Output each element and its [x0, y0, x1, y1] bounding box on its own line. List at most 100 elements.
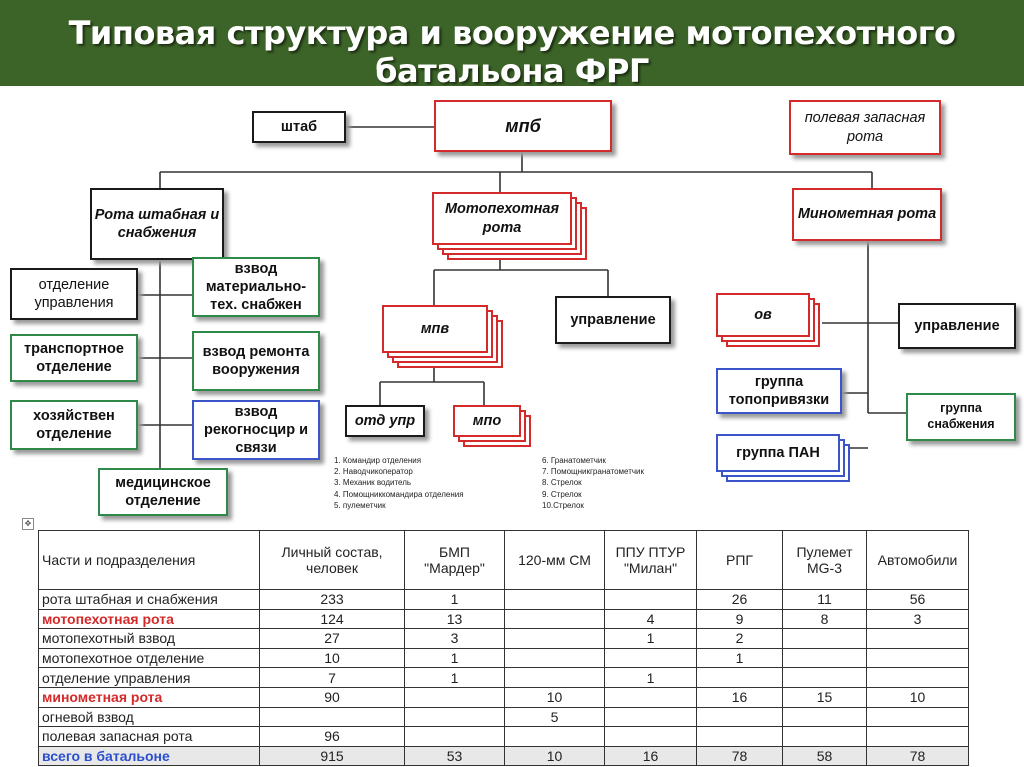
page-title: Типовая структура и вооружение мотопехот…: [68, 14, 956, 90]
table-cell: 96: [259, 726, 405, 747]
table-cell: 27: [259, 628, 405, 649]
legend-left: 1. Командир отделения 2. Наводчикоперато…: [334, 455, 464, 511]
pan-group-box: группа ПАН: [716, 434, 840, 472]
legend-item: 2. Наводчикоператор: [334, 467, 413, 477]
table-row: мотопехотная рота 124 13 4 9 8 3: [38, 608, 969, 630]
title-bar: Типовая структура и вооружение мотопехот…: [0, 0, 1024, 90]
table-cell: [504, 608, 605, 630]
table-cell: [504, 726, 605, 747]
mpb-label: мпб: [505, 115, 541, 136]
table-cell: [259, 706, 405, 728]
field-reserve-label: полевая запасная рота: [804, 110, 926, 145]
table-cell: [782, 726, 867, 747]
legend-item: 3. Механик водитель: [334, 478, 412, 488]
legend-right: 6. Гранатометчик 7. Помощникгранатометчи…: [542, 455, 644, 511]
table-cell: 90: [259, 686, 405, 708]
recon-platoon-box: взвод рекогносцир и связи: [192, 400, 320, 460]
mpo-label: мпо: [472, 412, 502, 429]
table-cell: [782, 628, 867, 649]
table-cell: [404, 726, 505, 747]
table-cell: 15: [782, 686, 867, 708]
table-cell: 10: [866, 686, 969, 708]
table-cell: [404, 686, 505, 708]
table-cell: [504, 628, 605, 649]
table-cell: [404, 706, 505, 728]
table-cell: 5: [504, 706, 605, 728]
row-name: огневой взвод: [38, 706, 260, 728]
table-cell: 8: [782, 608, 867, 630]
mpb-box: мпб: [434, 100, 612, 152]
table-cell: [504, 647, 605, 669]
supply-platoon-box: взвод материально-тех. снабжен: [192, 257, 320, 317]
column-header: РПГ: [696, 530, 783, 590]
table-header-row: Части и подразделения Личный состав, чел…: [38, 530, 969, 590]
management-mid-box: управление: [555, 296, 671, 344]
topo-group-box: группа топопривязки: [716, 368, 842, 414]
mortar-company-box: Минометная рота: [792, 188, 942, 241]
table-cell: 7: [259, 667, 405, 688]
row-name: мотопехотная рота: [38, 608, 260, 630]
hq-company-label: Рота штабная и снабжения: [94, 206, 220, 241]
shtab-label: штаб: [280, 118, 318, 135]
medical-section-box: медицинское отделение: [98, 468, 228, 516]
table-cell: 915: [259, 745, 405, 767]
household-section-label: хозяйствен отделение: [33, 407, 115, 442]
table-cell: 10: [504, 745, 605, 767]
legend-item: 6. Гранатометчик: [542, 456, 606, 465]
legend-item: 8. Стрелок: [542, 478, 582, 488]
table-cell: 26: [696, 589, 783, 610]
ov-box: ов: [716, 293, 810, 337]
table-cell: 1: [696, 647, 783, 669]
column-header: Автомобили: [866, 530, 969, 590]
shtab-box: штаб: [252, 111, 346, 143]
table-row: минометная рота 90 10 16 15 10: [38, 686, 969, 708]
table-cell: 16: [604, 745, 697, 767]
table-row: огневой взвод 5: [38, 706, 969, 728]
table-cell: [604, 686, 697, 708]
table-row: мотопехотное отделение 10 1 1: [38, 647, 969, 669]
management-right-label: управление: [914, 317, 1000, 334]
table-move-handle-icon[interactable]: ✥: [22, 518, 34, 530]
weapons-table: Части и подразделения Личный состав, чел…: [38, 530, 969, 767]
table-cell: [696, 726, 783, 747]
supply-group-label: группа снабжения: [927, 401, 995, 431]
legend-item: 5. пулеметчик: [334, 500, 386, 510]
row-name: мотопехотный взвод: [38, 628, 260, 649]
table-cell: [782, 667, 867, 688]
transport-section-label: транспортное отделение: [24, 340, 124, 375]
table-total-row: всего в батальоне 915 53 10 16 78 58 78: [38, 745, 969, 767]
table-cell: 9: [696, 608, 783, 630]
table-cell: 1: [404, 667, 505, 688]
row-name: мотопехотное отделение: [38, 647, 260, 669]
table-cell: 11: [782, 589, 867, 610]
table-row: полевая запасная рота 96: [38, 726, 969, 747]
column-header: 120-мм СМ: [504, 530, 605, 590]
table-cell: [604, 647, 697, 669]
table-cell: 10: [504, 686, 605, 708]
table-cell: 78: [866, 745, 969, 767]
otd-upr-label: отд упр: [354, 412, 416, 429]
column-header: Личный состав, человек: [259, 530, 405, 590]
table-cell: 2: [696, 628, 783, 649]
control-section-label: отделение управления: [34, 276, 114, 311]
table-cell: 10: [259, 647, 405, 669]
row-name: рота штабная и снабжения: [38, 589, 260, 610]
table-cell: 1: [604, 667, 697, 688]
otd-upr-box: отд упр: [345, 405, 425, 437]
row-name: всего в батальоне: [38, 745, 260, 767]
legend-item: 4. Помощниккомандира отделения: [334, 489, 464, 499]
table-cell: [866, 628, 969, 649]
table-cell: 78: [696, 745, 783, 767]
mpo-box: мпо: [453, 405, 521, 437]
recon-platoon-label: взвод рекогносцир и связи: [204, 403, 308, 457]
legend-item: 9. Стрелок: [542, 489, 582, 499]
transport-section-box: транспортное отделение: [10, 334, 138, 382]
table-cell: [696, 667, 783, 688]
legend-item: 1. Командир отделения: [334, 456, 422, 465]
repair-platoon-box: взвод ремонта вооружения: [192, 331, 320, 391]
supply-group-box: группа снабжения: [906, 393, 1016, 441]
management-mid-label: управление: [570, 311, 656, 328]
medical-section-label: медицинское отделение: [115, 474, 211, 509]
pan-group-label: группа ПАН: [736, 444, 820, 461]
